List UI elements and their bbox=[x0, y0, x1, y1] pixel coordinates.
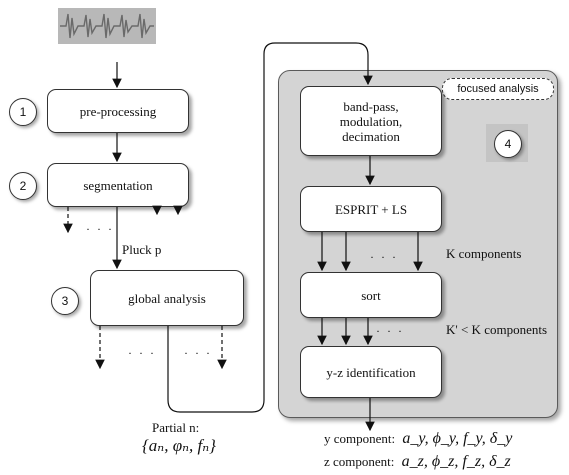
yz-identification-box: y-z identification bbox=[300, 346, 442, 398]
y-component-line: y component: a_y, ϕ_y, f_y, δ_y bbox=[324, 430, 512, 448]
global-dots-left: · · · bbox=[128, 346, 156, 360]
esprit-box: ESPRIT + LS bbox=[300, 186, 442, 232]
k-components-label: K components bbox=[446, 246, 522, 261]
step-1-number: 1 bbox=[9, 98, 37, 126]
y-component-label: y component: bbox=[324, 431, 396, 446]
global-analysis-box: global analysis bbox=[90, 270, 244, 326]
kprime-dots: · · · bbox=[376, 324, 404, 338]
y-component-params: a_y, ϕ_y, f_y, δ_y bbox=[402, 430, 513, 447]
partial-label: Partial n: bbox=[152, 420, 200, 435]
bandpass-box: band-pass, modulation, decimation bbox=[300, 86, 442, 156]
step-4-number: 4 bbox=[494, 130, 522, 158]
segmentation-dots: · · · bbox=[86, 222, 114, 236]
step-2-number: 2 bbox=[9, 172, 37, 200]
kprime-components-label: K' < K components bbox=[446, 322, 548, 337]
segmentation-box: segmentation bbox=[47, 163, 189, 207]
step-3-number: 3 bbox=[51, 287, 79, 315]
preprocessing-box: pre-processing bbox=[47, 89, 189, 133]
focused-analysis-title: focused analysis bbox=[442, 78, 554, 100]
global-dots-right: · · · bbox=[184, 346, 212, 360]
waveform-image bbox=[58, 8, 156, 44]
z-component-label: z component: bbox=[324, 454, 395, 469]
z-component-line: z component: a_z, ϕ_z, f_z, δ_z bbox=[324, 453, 511, 471]
k-dots: · · · bbox=[370, 250, 398, 264]
pluck-label: Pluck p bbox=[122, 242, 162, 257]
partial-set: {aₙ, φₙ, fₙ} bbox=[142, 436, 216, 455]
sort-box: sort bbox=[300, 272, 442, 318]
z-component-params: a_z, ϕ_z, f_z, δ_z bbox=[401, 453, 511, 470]
